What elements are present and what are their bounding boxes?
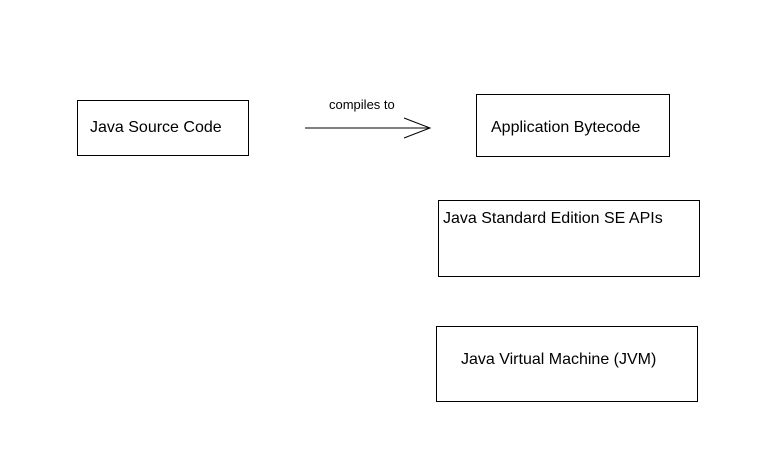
java-source-code-box: Java Source Code — [77, 100, 249, 156]
jvm-label: Java Virtual Machine (JVM) — [461, 351, 657, 368]
java-se-apis-box: Java Standard Edition SE APIs — [438, 200, 700, 277]
java-source-code-label: Java Source Code — [90, 119, 222, 136]
application-bytecode-label: Application Bytecode — [491, 119, 641, 136]
jvm-box: Java Virtual Machine (JVM) — [436, 326, 698, 402]
application-bytecode-box: Application Bytecode — [476, 94, 670, 157]
arrow-head — [403, 117, 432, 139]
java-se-apis-label: Java Standard Edition SE APIs — [443, 210, 663, 227]
compiles-to-edge-label: compiles to — [329, 97, 395, 112]
